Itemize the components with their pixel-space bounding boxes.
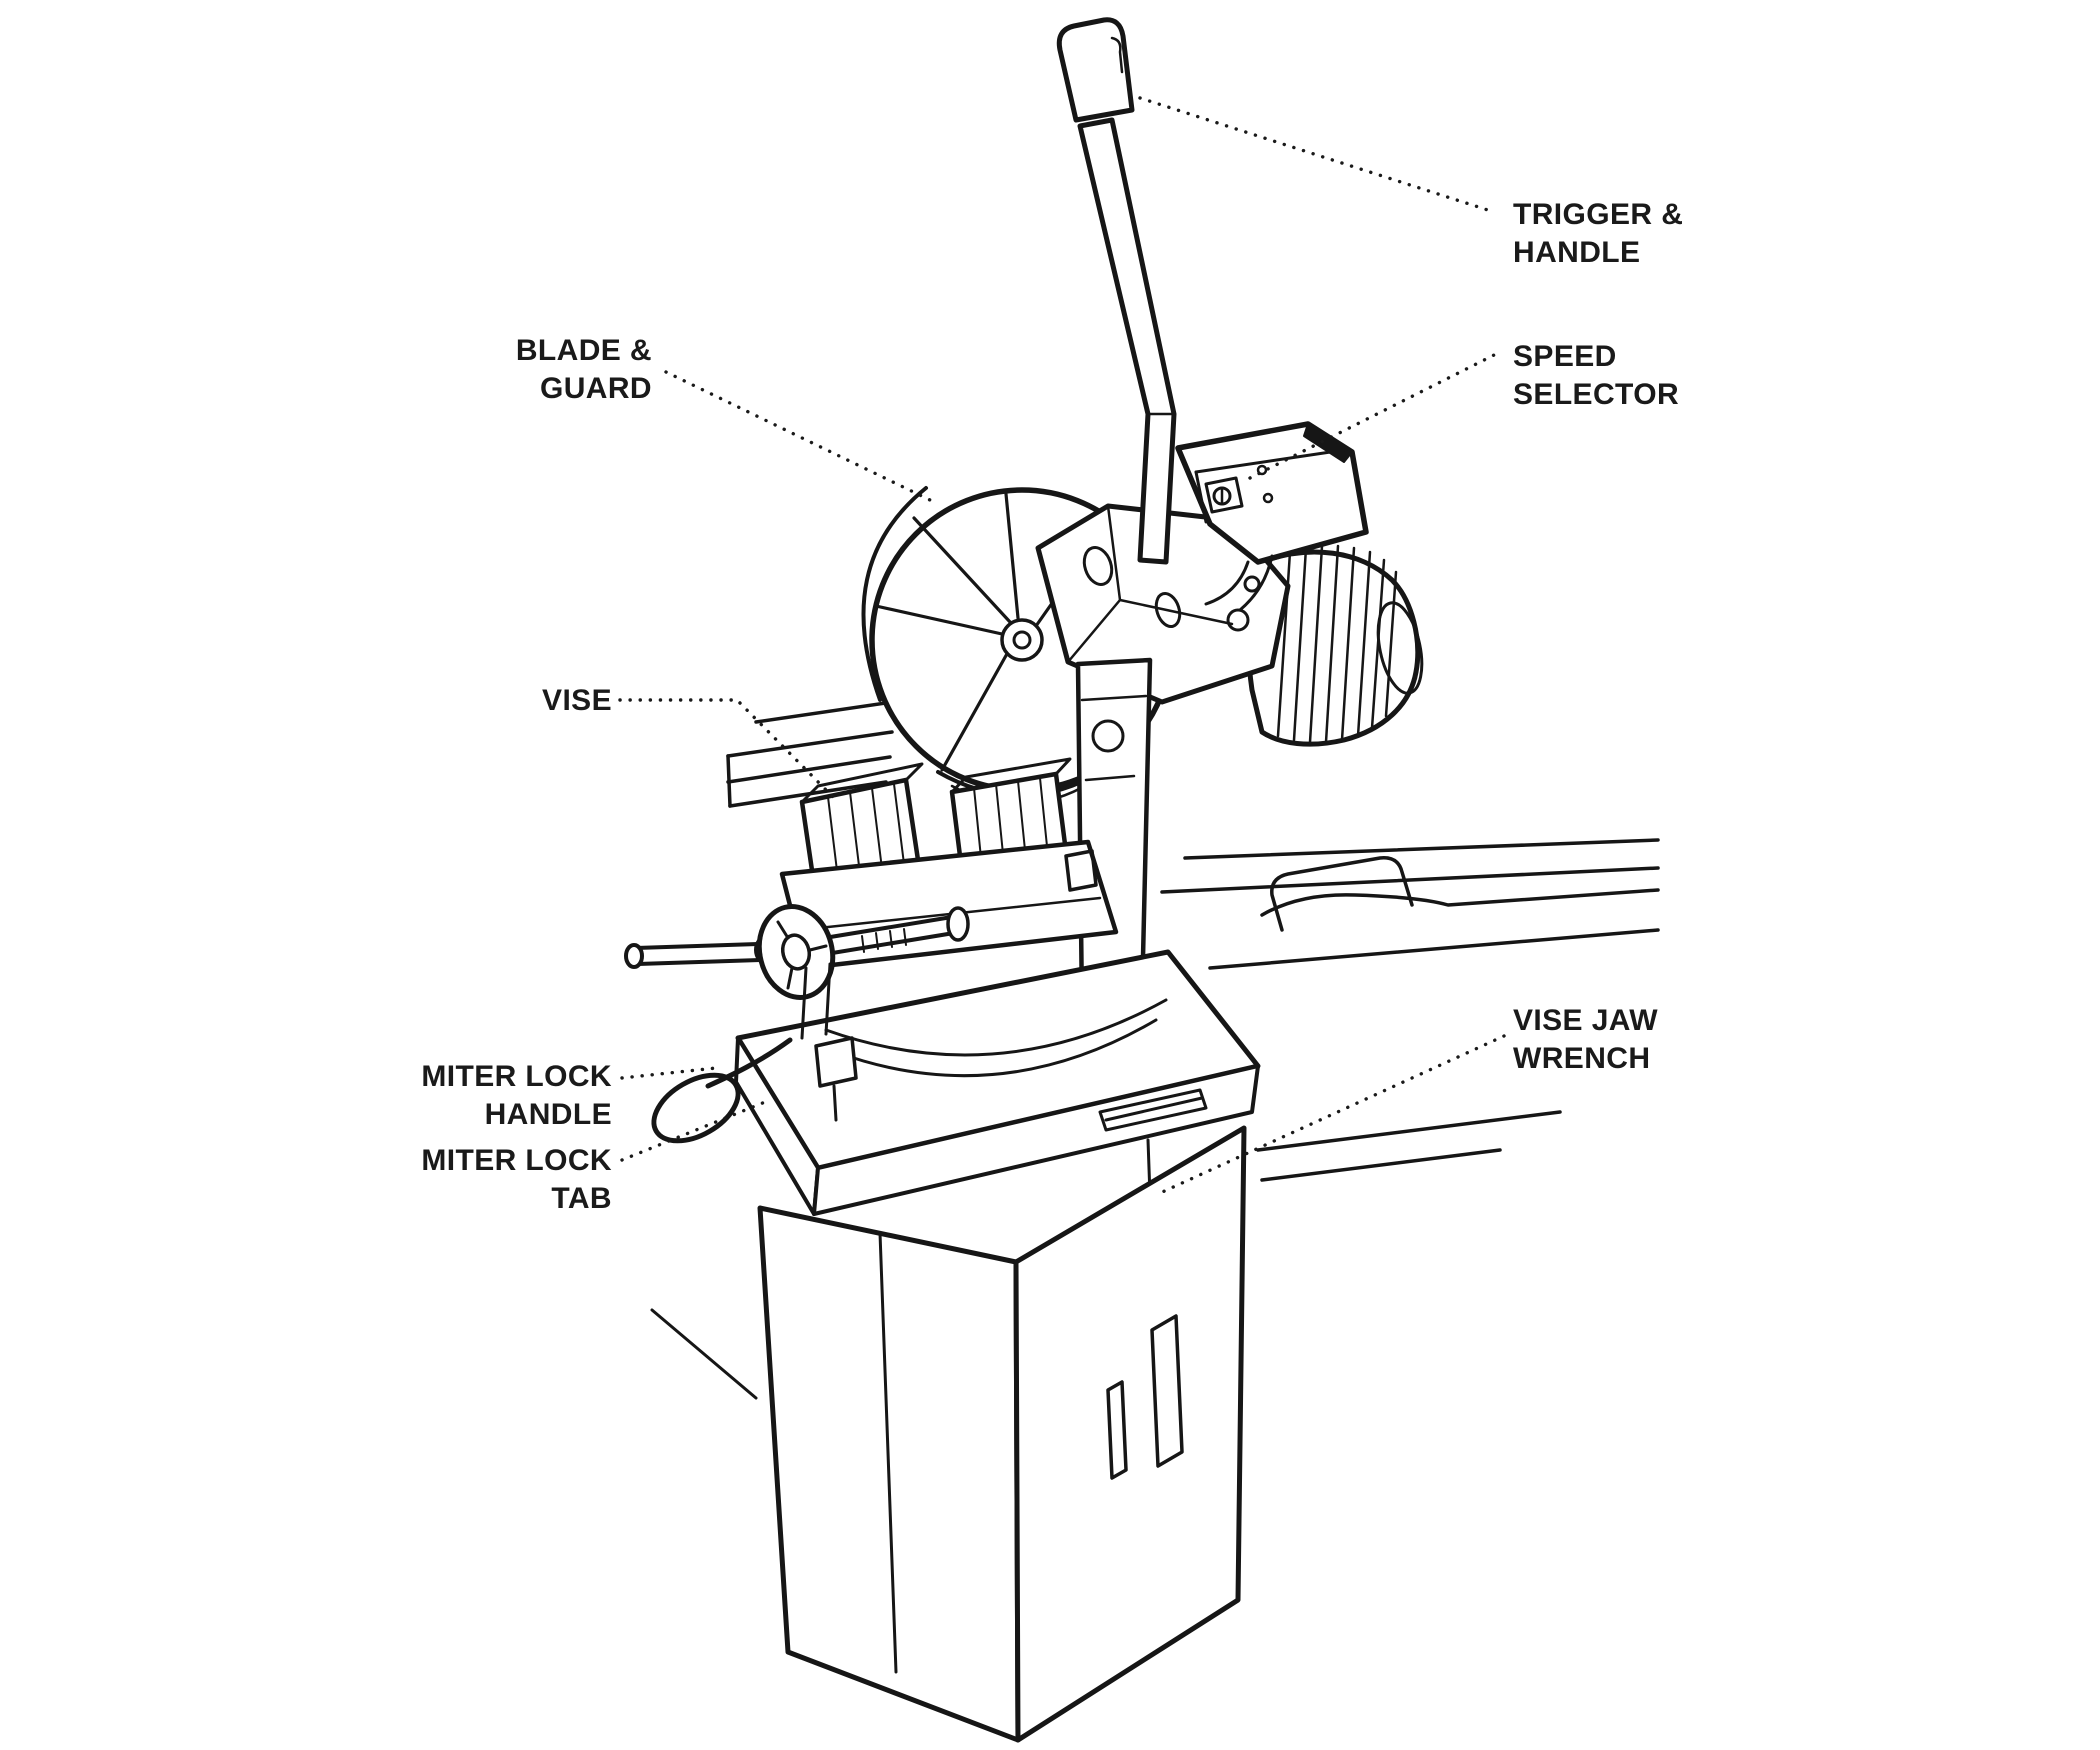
leader-speed-selector xyxy=(1248,350,1502,480)
label-line: HANDLE xyxy=(484,1097,612,1131)
label-trigger-handle: TRIGGER & HANDLE xyxy=(1513,196,1683,272)
label-miter-lock-tab: MITER LOCK TAB xyxy=(421,1142,612,1218)
miter-lock-parts xyxy=(651,1036,858,1144)
label-miter-lock-handle: MITER LOCK HANDLE xyxy=(421,1058,612,1134)
label-line: SELECTOR xyxy=(1513,377,1680,411)
label-line: SPEED xyxy=(1513,340,1617,373)
label-line: TAB xyxy=(551,1181,612,1215)
label-line: VISE JAW xyxy=(1513,1004,1658,1037)
label-blade-guard: BLADE & GUARD xyxy=(516,332,652,408)
miter-lock-lever xyxy=(705,1037,793,1089)
label-speed-selector: SPEED SELECTOR xyxy=(1513,338,1679,414)
label-line: MITER LOCK xyxy=(421,1060,612,1093)
label-line: BLADE & xyxy=(515,334,652,367)
vise-left-jaw xyxy=(799,762,924,887)
background-floor-line xyxy=(650,1308,758,1400)
miter-lock-loop xyxy=(651,1072,741,1144)
leader-trigger-handle xyxy=(1138,96,1496,214)
pedestal-cabinet xyxy=(757,1125,1247,1743)
label-line: HANDLE xyxy=(1513,235,1641,269)
label-line: TRIGGER & xyxy=(1513,198,1684,231)
vise-assembly xyxy=(624,757,1119,1040)
label-line: GUARD xyxy=(540,371,652,405)
speed-selector-box xyxy=(1175,421,1369,612)
background-bench xyxy=(1160,838,1660,1182)
stock-bar xyxy=(726,698,908,808)
label-line: VISE xyxy=(542,684,612,717)
label-vise: VISE xyxy=(542,682,612,720)
leader-lines xyxy=(618,96,1506,1196)
label-line: MITER LOCK xyxy=(421,1144,612,1177)
vise-handle-rod xyxy=(624,942,762,969)
trigger-grip xyxy=(1056,17,1135,123)
vise-handwheel xyxy=(754,904,836,1000)
label-line: WRENCH xyxy=(1513,1041,1651,1075)
motor xyxy=(1246,544,1424,747)
speed-knob-plate xyxy=(1204,476,1244,514)
leader-blade-guard xyxy=(664,370,932,502)
leader-miter-lock-tab xyxy=(620,1098,772,1162)
leader-vise xyxy=(618,698,836,800)
miter-lock-tab-part xyxy=(814,1036,858,1122)
label-vise-jaw-wrench: VISE JAW WRENCH xyxy=(1513,1002,1658,1078)
handle-arm xyxy=(1056,17,1177,565)
